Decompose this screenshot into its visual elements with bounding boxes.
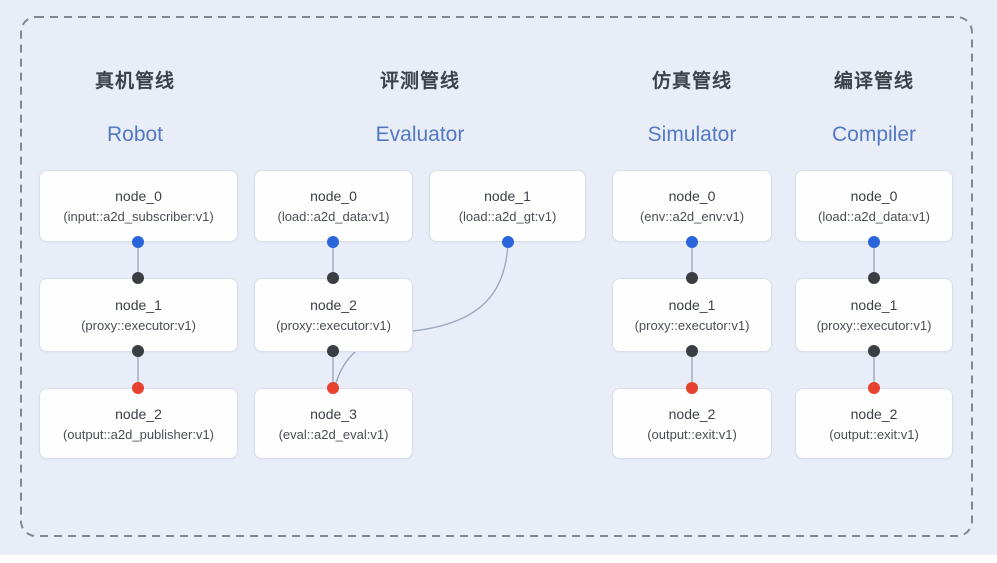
port-dot-blue-compiler-node0-out (868, 236, 880, 248)
port-dot-red-robot-node2-in (132, 382, 144, 394)
port-dot-black-evaluator-node2-in (327, 272, 339, 284)
port-dot-red-simulator-node2-in (686, 382, 698, 394)
node-name: node_3 (310, 405, 357, 422)
pipeline-title-en-simulator: Simulator (647, 123, 737, 146)
node-box-simulator-node0: node_0 (env::a2d_env:v1) (612, 170, 772, 242)
node-detail: (eval::a2d_eval:v1) (278, 426, 389, 442)
node-detail: (proxy::executor:v1) (634, 318, 750, 333)
node-box-evaluator-node2: node_2 (proxy::executor:v1) (254, 278, 413, 352)
node-detail: (proxy::executor:v1) (276, 318, 391, 333)
pipeline-title-en-robot: Robot (106, 123, 164, 146)
node-detail: (proxy::executor:v1) (81, 318, 196, 333)
node-name: node_1 (484, 188, 531, 204)
node-box-evaluator-node3: node_3 (eval::a2d_eval:v1) (254, 388, 413, 459)
node-detail: (output::a2d_publisher:v1) (62, 426, 215, 442)
node-name: node_0 (310, 188, 357, 204)
node-box-robot-node0: node_0 (input::a2d_subscriber:v1) (39, 170, 238, 242)
port-dot-black-robot-node1-out (132, 345, 144, 357)
node-box-simulator-node2: node_2 (output::exit:v1) (612, 388, 772, 459)
port-dot-blue-robot-node0-out (132, 236, 144, 248)
node-box-compiler-node2: node_2 (output::exit:v1) (795, 388, 953, 459)
node-detail: (output::exit:v1) (647, 426, 737, 442)
node-box-robot-node1: node_1 (proxy::executor:v1) (39, 278, 238, 352)
node-box-compiler-node0: node_0 (load::a2d_data:v1) (795, 170, 953, 242)
node-name: node_1 (850, 297, 898, 313)
pipeline-title-zh-robot: 真机管线 (94, 71, 175, 92)
port-dot-blue-evaluator-node1-out (502, 236, 514, 248)
port-dot-red-evaluator-node3-in (327, 382, 339, 394)
node-name: node_2 (310, 297, 357, 313)
node-name: node_1 (668, 297, 716, 313)
node-box-evaluator-node0: node_0 (load::a2d_data:v1) (254, 170, 413, 242)
node-box-evaluator-node1: node_1 (load::a2d_gt:v1) (429, 170, 586, 242)
node-box-compiler-node1: node_1 (proxy::executor:v1) (795, 278, 953, 352)
port-dot-black-simulator-node1-out (686, 345, 698, 357)
node-detail: (load::a2d_data:v1) (817, 209, 931, 224)
pipeline-title-en-evaluator: Evaluator (375, 123, 465, 146)
port-dot-blue-evaluator-node0-out (327, 236, 339, 248)
node-name: node_0 (115, 188, 162, 204)
node-detail: (input::a2d_subscriber:v1) (63, 209, 214, 224)
node-detail: (load::a2d_data:v1) (277, 209, 390, 224)
port-dot-black-compiler-node1-in (868, 272, 880, 284)
node-detail: (output::exit:v1) (829, 426, 919, 442)
bottom-strip (0, 555, 997, 563)
pipeline-title-zh-compiler: 编译管线 (833, 71, 914, 92)
node-name: node_0 (850, 188, 898, 204)
node-name: node_2 (850, 405, 898, 422)
edge-evaluator-node1-node3 (334, 241, 509, 387)
pipeline-title-en-compiler: Compiler (831, 123, 917, 146)
port-dot-black-simulator-node1-in (686, 272, 698, 284)
node-detail: (load::a2d_gt:v1) (458, 209, 557, 224)
port-dot-black-compiler-node1-out (868, 345, 880, 357)
pipeline-title-zh-simulator: 仿真管线 (651, 71, 732, 92)
node-name: node_2 (115, 405, 162, 422)
node-name: node_0 (668, 188, 716, 204)
node-box-simulator-node1: node_1 (proxy::executor:v1) (612, 278, 772, 352)
port-dot-red-compiler-node2-in (868, 382, 880, 394)
node-name: node_2 (668, 405, 716, 422)
pipeline-title-zh-evaluator: 评测管线 (379, 71, 460, 92)
node-name: node_1 (115, 297, 162, 313)
port-dot-blue-simulator-node0-out (686, 236, 698, 248)
node-detail: (env::a2d_env:v1) (639, 209, 745, 224)
port-dot-black-evaluator-node2-out (327, 345, 339, 357)
node-detail: (proxy::executor:v1) (816, 318, 932, 333)
node-box-robot-node2: node_2 (output::a2d_publisher:v1) (39, 388, 238, 459)
port-dot-black-robot-node1-in (132, 272, 144, 284)
